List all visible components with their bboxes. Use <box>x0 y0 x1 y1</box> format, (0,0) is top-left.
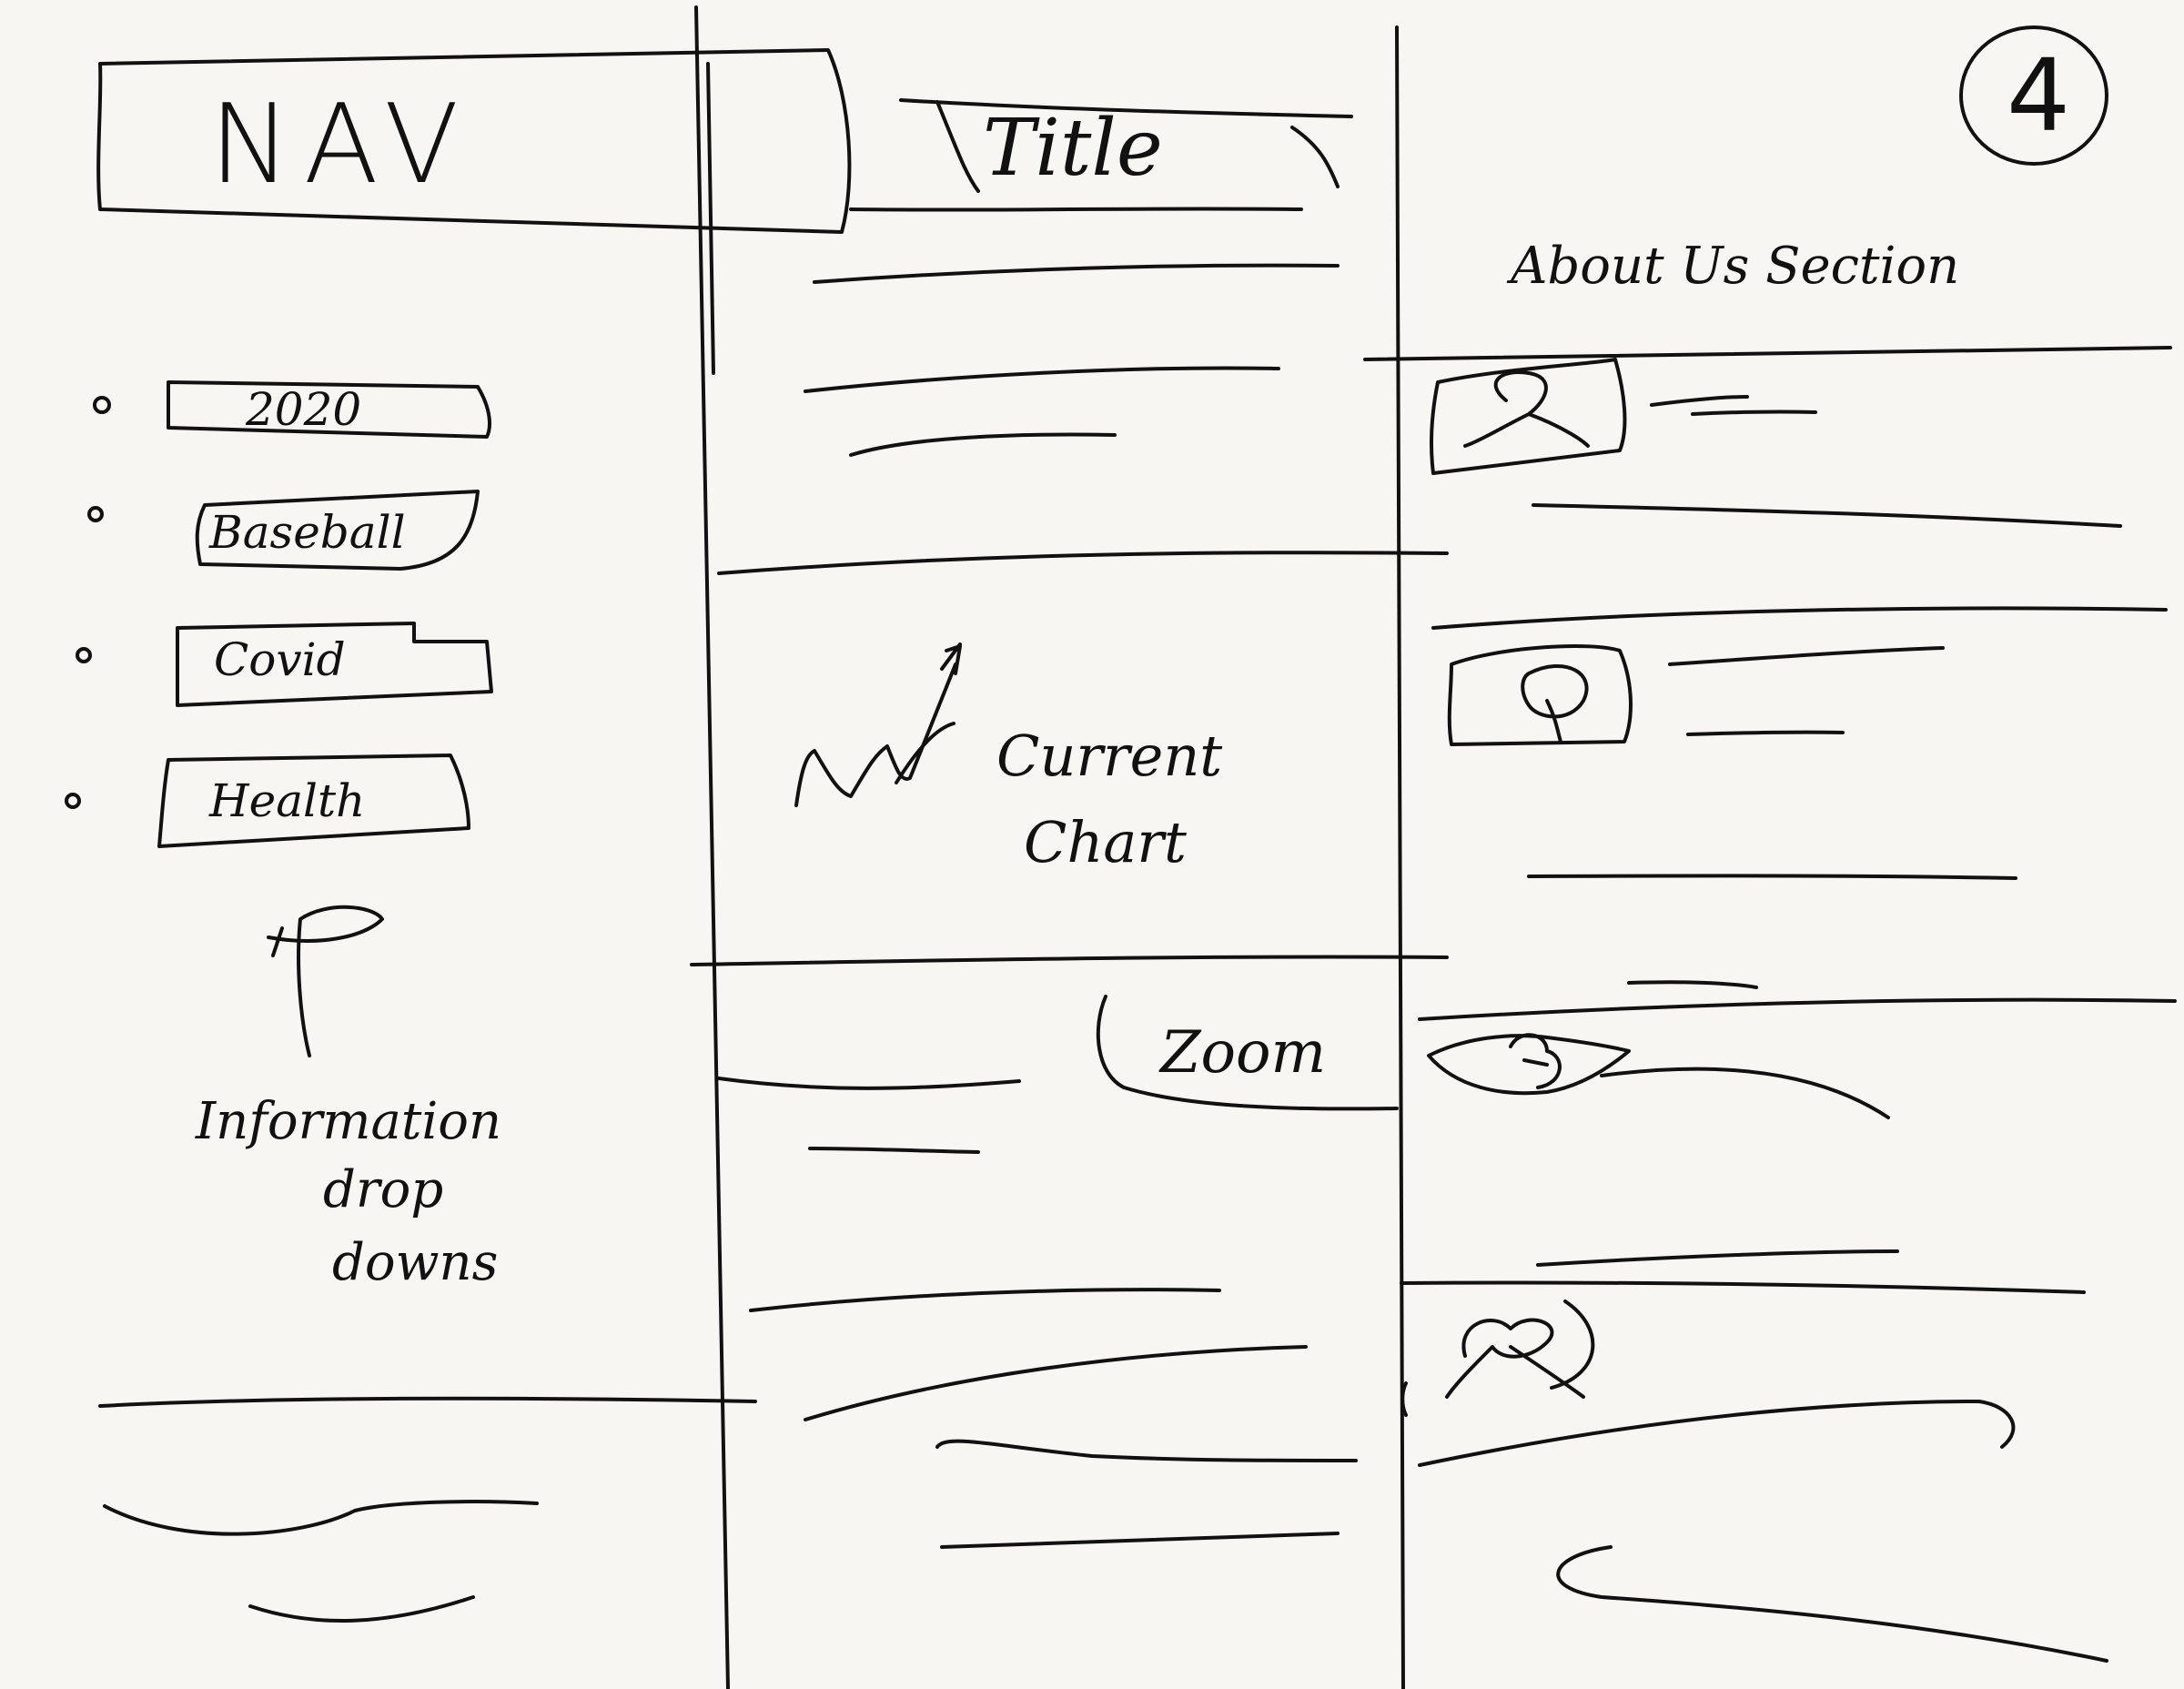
member-text-line-2c <box>1527 874 2017 880</box>
member-avatar-box-2 <box>1447 644 1633 746</box>
title-label: Title <box>983 103 1163 194</box>
member-text-line-1a <box>1650 395 1749 407</box>
option-bullet-baseball <box>87 506 104 522</box>
option-box-baseball <box>195 490 480 571</box>
member-text-line-4b <box>1556 1545 2108 1663</box>
zoom-label[interactable]: Zoom <box>1160 1019 1327 1087</box>
option-label-covid: Covid <box>214 633 346 686</box>
option-bullet-covid <box>76 647 92 663</box>
page-number-circle <box>1959 25 2108 166</box>
member-avatar-icon-4 <box>1400 1300 1595 1417</box>
right-section-divider-3 <box>1400 1280 2086 1294</box>
middle-section-divider-1 <box>717 551 1449 575</box>
option-box-health <box>157 753 470 848</box>
dropdown-annotation-line3: downs <box>332 1233 499 1292</box>
option-box-covid <box>176 622 493 707</box>
trend-arrow-icon <box>794 642 962 807</box>
option-label-baseball: Baseball <box>209 506 406 559</box>
member-avatar-icon-1 <box>1463 370 1590 448</box>
member-avatar-icon-2 <box>1521 663 1589 743</box>
middle-text-line-4 <box>717 1077 1021 1090</box>
option-label-health: Health <box>209 774 366 827</box>
member-text-line-2a <box>1668 646 1945 666</box>
member-text-line-3b <box>1536 1249 1899 1267</box>
middle-section-divider-2 <box>690 955 1449 966</box>
middle-text-line-1 <box>813 263 1340 284</box>
left-text-line-2 <box>103 1500 539 1536</box>
right-section-divider-1 <box>1431 606 2168 630</box>
dropdown-annotation-line1: Information <box>196 1092 502 1151</box>
member-avatar-box-1 <box>1429 358 1627 475</box>
page-number: 4 <box>2007 37 2070 154</box>
option-bullet-health <box>65 793 81 809</box>
middle-text-line-6 <box>749 1288 1221 1312</box>
member-avatar-icon-3 <box>1509 1033 1562 1089</box>
zoom-box <box>1096 995 1399 1111</box>
option-label-2020: 2020 <box>246 383 362 436</box>
nav-label: NAV <box>209 82 472 208</box>
option-box-2020 <box>167 380 491 439</box>
middle-text-line-5 <box>808 1147 980 1154</box>
middle-text-line-8 <box>935 1439 1358 1462</box>
chart-label-line1: Current <box>996 723 1223 789</box>
right-section-divider-2 <box>1418 980 2177 1021</box>
middle-text-line-2 <box>804 366 1280 393</box>
left-text-line-3 <box>248 1595 475 1623</box>
member-text-line-3a <box>1600 1067 1890 1119</box>
dropdown-annotation-line2: drop <box>323 1160 444 1219</box>
nav-box <box>96 48 852 234</box>
member-text-line-1b <box>1691 410 1817 416</box>
header-divider-tick <box>706 62 715 375</box>
chart-label-line2: Chart <box>1024 809 1187 875</box>
about-us-header: About Us Section <box>1511 237 1960 296</box>
middle-text-line-3 <box>849 432 1117 457</box>
member-text-line-4a <box>1418 1400 2016 1467</box>
member-avatar-box-3 <box>1427 1034 1631 1096</box>
arrow-to-dropdowns-icon <box>267 905 384 1057</box>
option-bullet-2020 <box>93 396 111 414</box>
left-text-line-1 <box>98 1396 757 1408</box>
member-text-line-2b <box>1686 730 1845 736</box>
about-header-underline <box>1363 346 2172 361</box>
middle-text-line-7 <box>804 1345 1308 1421</box>
member-text-line-1c <box>1532 503 2122 528</box>
title-box <box>849 98 1353 212</box>
middle-text-line-9 <box>940 1532 1340 1549</box>
divider-middle-right <box>1395 25 1405 1689</box>
